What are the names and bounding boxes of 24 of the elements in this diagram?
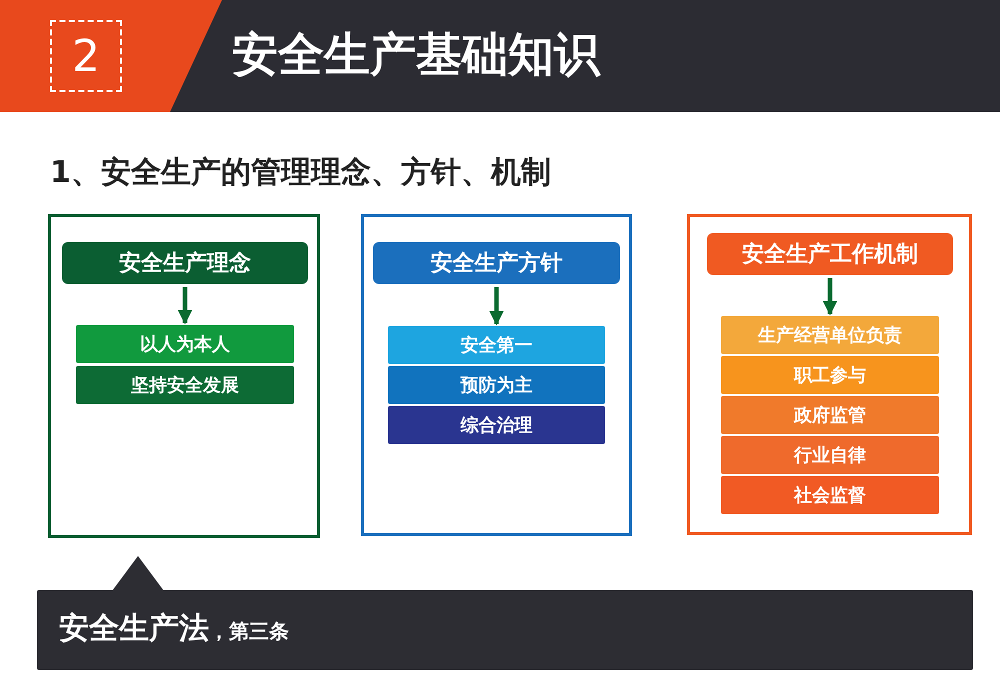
item-bar: 坚持安全发展 [76, 366, 294, 404]
article-reference: ，第三条 [209, 618, 289, 645]
law-title: 安全生产法 [59, 610, 209, 648]
number-badge: 2 [50, 20, 122, 92]
arrow [822, 278, 838, 316]
section-heading: 1、安全生产的管理理念、方针、机制 [50, 154, 551, 192]
heading-box: 安全生产理念 [62, 242, 308, 284]
arrow [178, 287, 192, 324]
heading-box: 安全生产工作机制 [707, 233, 953, 275]
item-bar: 预防为主 [388, 366, 605, 404]
heading-box: 安全生产方针 [373, 242, 620, 284]
item-bar: 职工参与 [721, 356, 939, 394]
item-bar: 综合治理 [388, 406, 605, 444]
item-bar: 安全第一 [388, 326, 605, 364]
item-bar: 行业自律 [721, 436, 939, 474]
item-bar: 政府监管 [721, 396, 939, 434]
panel-frame [687, 214, 972, 535]
page-title: 安全生产基础知识 [232, 26, 600, 83]
arrow [489, 287, 504, 326]
item-bar: 社会监督 [721, 476, 939, 514]
item-bar: 生产经营单位负责 [721, 316, 939, 354]
panel-frame [361, 214, 632, 536]
item-bar: 以人为本人 [76, 325, 294, 363]
panel-frame [48, 214, 320, 538]
